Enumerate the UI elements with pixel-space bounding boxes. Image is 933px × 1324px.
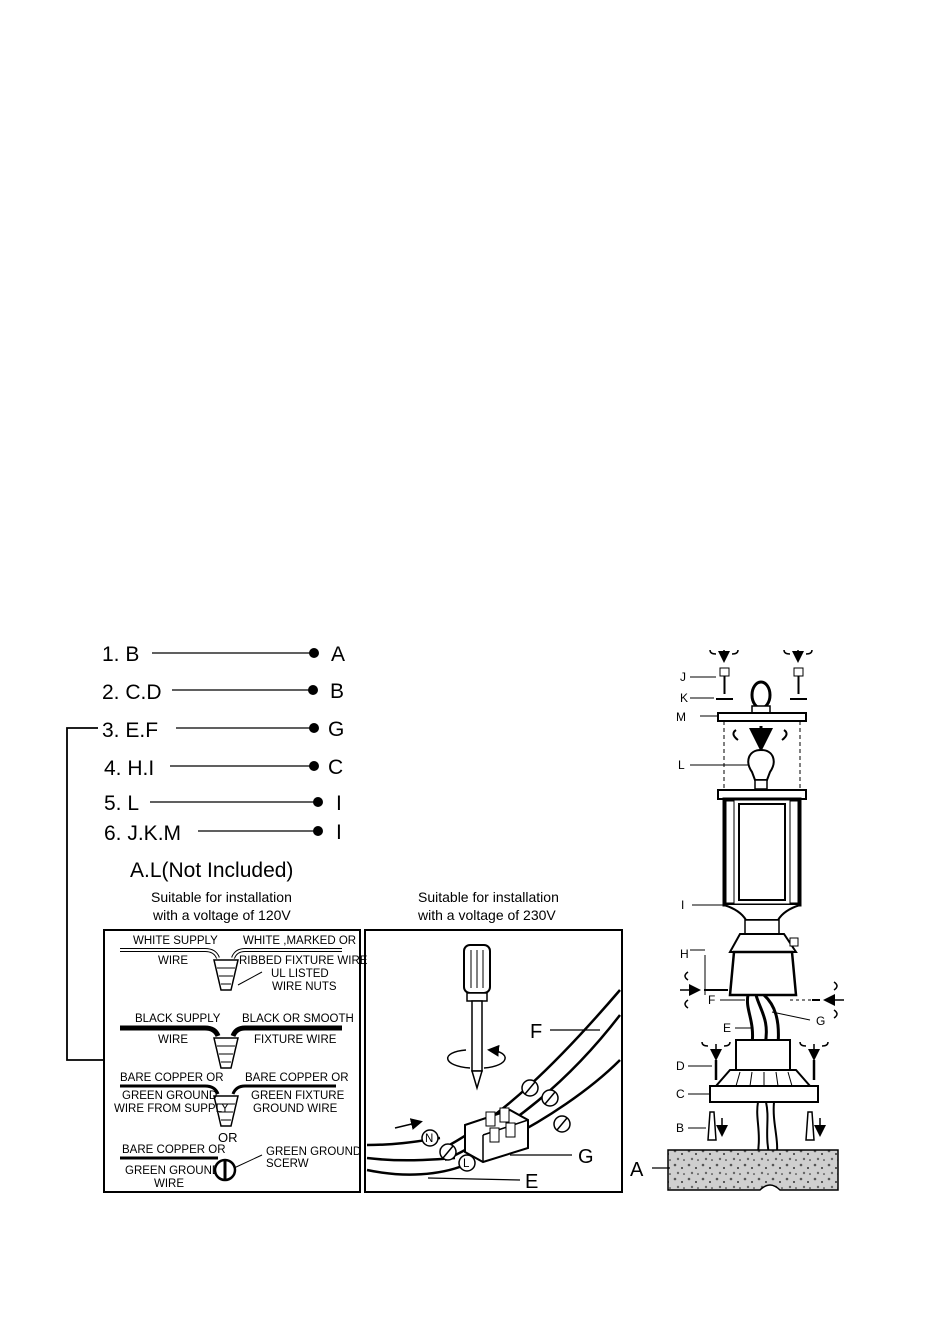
part-k: K xyxy=(680,691,688,705)
not-included-note: A.L(Not Included) xyxy=(130,859,293,882)
black-fixture-label-1: BLACK OR SMOOTH xyxy=(242,1013,354,1025)
panel-120v-caption-1: Suitable for installation xyxy=(151,889,292,905)
step-4-right: C xyxy=(328,756,343,779)
step-3-connector xyxy=(66,727,104,1061)
terminal-block-icon xyxy=(464,1107,529,1164)
step-2-right: B xyxy=(330,680,344,703)
bare-fixture-label-2: GREEN FIXTURE xyxy=(251,1090,345,1102)
ul-label-2: WIRE NUTS xyxy=(272,981,337,993)
part-j: J xyxy=(680,670,686,684)
black-supply-label-2: WIRE xyxy=(158,1034,188,1046)
panel-120v: Suitable for installation with a voltage… xyxy=(103,889,368,1193)
step-5-dot xyxy=(313,797,323,807)
concrete-ground-icon xyxy=(667,1149,839,1191)
step-6-left: 6. J.K.M xyxy=(104,822,181,845)
white-fixture-label-1: WHITE ,MARKED OR xyxy=(243,935,356,947)
part-c: C xyxy=(676,1087,685,1101)
hanging-ring-icon xyxy=(750,680,772,710)
lamp-exploded-view: J K M L I xyxy=(630,649,844,1191)
part-m: M xyxy=(676,710,686,724)
panel-120v-caption-2: with a voltage of 120V xyxy=(152,907,291,923)
screwdriver-icon xyxy=(463,944,491,1091)
part-b: B xyxy=(676,1121,684,1135)
panel-230v: Suitable for installation with a voltage… xyxy=(364,889,623,1193)
ul-label-1: UL LISTED xyxy=(271,968,329,980)
panel-230v-frame xyxy=(364,929,623,1193)
panel-230v-caption-1: Suitable for installation xyxy=(418,889,559,905)
step-2-dot xyxy=(308,685,318,695)
white-supply-label-1: WHITE SUPPLY xyxy=(133,935,218,947)
bulb-icon xyxy=(747,748,775,781)
bare-supply-label-1: BARE COPPER OR xyxy=(120,1072,224,1084)
rotate-arrows-icon xyxy=(709,649,813,663)
bare-supply-label-2: GREEN GROUND xyxy=(122,1090,217,1102)
step-5-right: I xyxy=(336,792,342,815)
step-5-left: 5. L xyxy=(104,792,139,815)
bare-supply-label-3: WIRE FROM SUPPLY xyxy=(114,1103,229,1115)
part-l: L xyxy=(678,758,685,772)
wire-nut-icon xyxy=(213,959,239,991)
wire-nut-icon xyxy=(213,1037,239,1069)
bare-ground-label-1: BARE COPPER OR xyxy=(122,1144,226,1156)
step-6-right: I xyxy=(336,821,342,844)
step-6-dot xyxy=(313,826,323,836)
label-f: F xyxy=(530,1021,542,1043)
step-list: 1. B A 2. C.D B 3. E.F G 4. H.I C 5. L I… xyxy=(66,643,345,1061)
label-g: G xyxy=(578,1146,594,1168)
step-2-left: 2. C.D xyxy=(102,681,162,704)
terminal-n-label: N xyxy=(425,1133,433,1145)
screw-label-1: GREEN GROUND xyxy=(266,1146,361,1158)
panel-230v-caption-2: with a voltage of 230V xyxy=(417,907,556,923)
part-d: D xyxy=(676,1059,685,1073)
step-4-left: 4. H.I xyxy=(104,757,154,780)
bare-ground-label-2: GREEN GROUND xyxy=(125,1165,220,1177)
bare-fixture-label-3: GROUND WIRE xyxy=(253,1103,338,1115)
step-3-dot xyxy=(309,723,319,733)
step-1-dot xyxy=(309,648,319,658)
step-3-left: 3. E.F xyxy=(102,719,158,742)
part-a: A xyxy=(630,1159,644,1181)
part-i: I xyxy=(681,898,684,912)
bare-ground-label-3: WIRE xyxy=(154,1178,184,1190)
part-h: H xyxy=(680,947,689,961)
step-4-dot xyxy=(309,761,319,771)
or-label: OR xyxy=(218,1130,238,1145)
part-f: F xyxy=(708,993,715,1007)
step-3-right: G xyxy=(328,718,344,741)
lantern-body-icon xyxy=(717,789,807,935)
screw-label-2: SCERW xyxy=(266,1158,309,1170)
black-fixture-label-2: FIXTURE WIRE xyxy=(254,1034,337,1046)
step-1-left: 1. B xyxy=(102,643,139,666)
terminal-l-label: L xyxy=(463,1158,470,1170)
step-1-right: A xyxy=(331,643,345,666)
part-e: E xyxy=(723,1021,731,1035)
label-e: E xyxy=(525,1171,538,1193)
black-supply-label-1: BLACK SUPPLY xyxy=(135,1013,221,1025)
white-fixture-label-2: RIBBED FIXTURE WIRE xyxy=(239,955,368,967)
rotate-arrow-icon xyxy=(447,1049,471,1069)
white-supply-label-2: WIRE xyxy=(158,955,188,967)
bare-fixture-label-1: BARE COPPER OR xyxy=(245,1072,349,1084)
part-g: G xyxy=(816,1014,825,1028)
panel-120v-frame xyxy=(103,929,361,1193)
